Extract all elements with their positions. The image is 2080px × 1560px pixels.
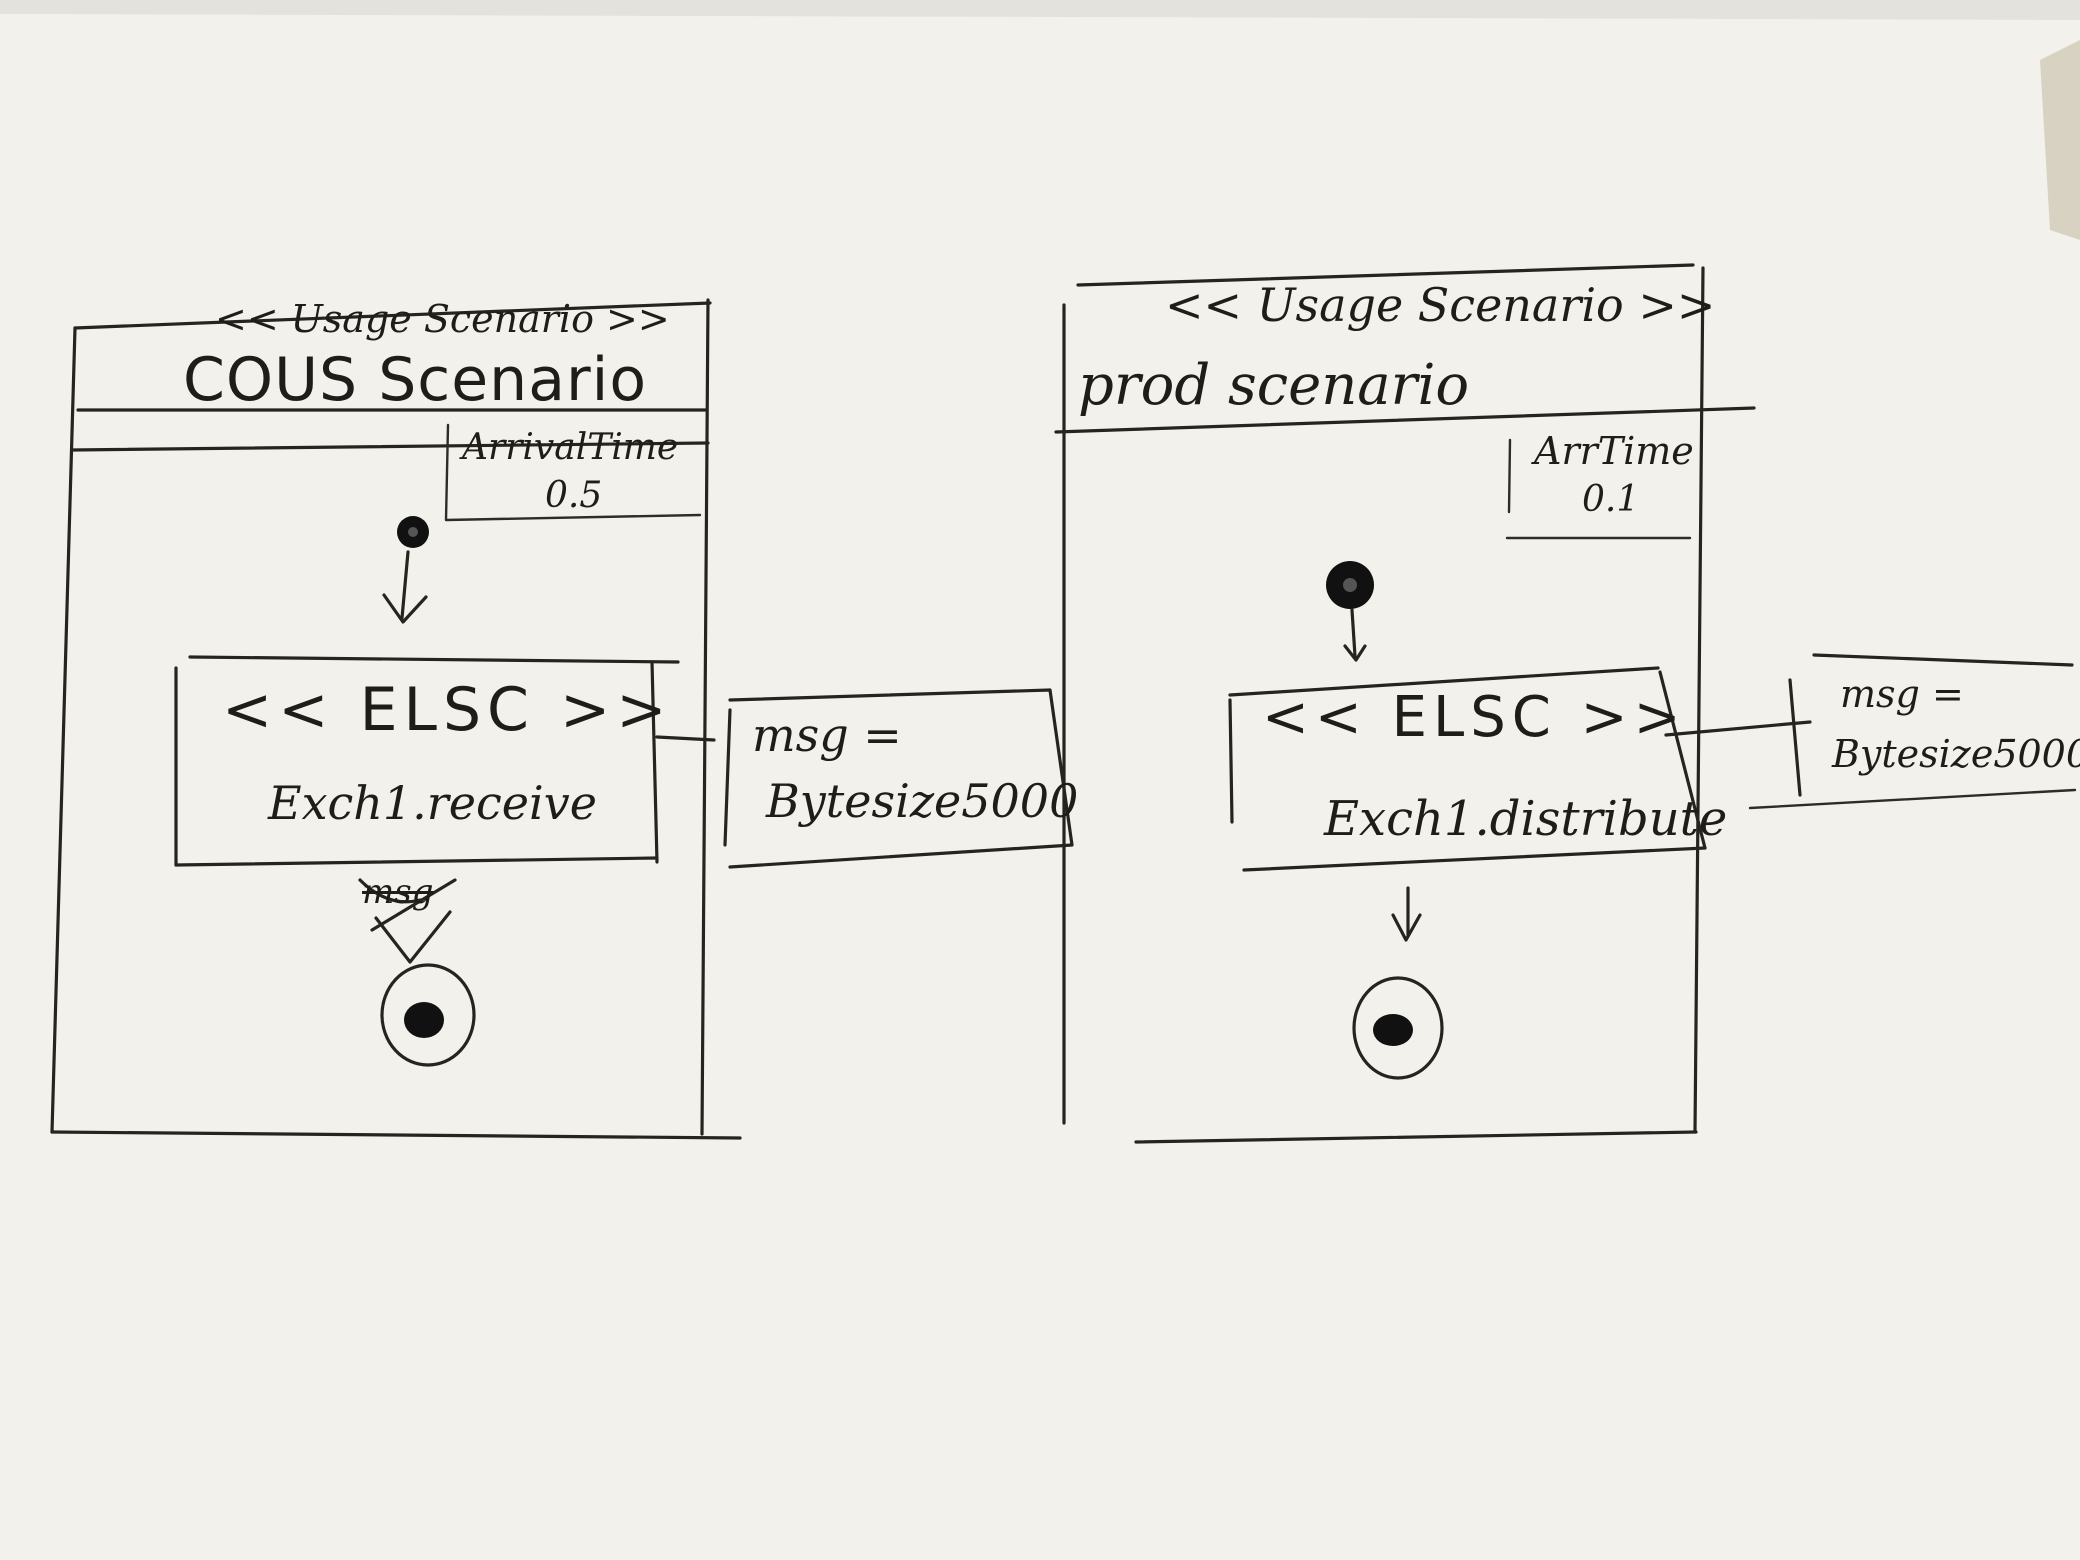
producer-message-note-top <box>1812 653 2074 667</box>
producer-final-node-ring <box>1352 976 1444 1080</box>
paper-sheet <box>0 14 2080 1560</box>
producer-action-bottom <box>1242 846 1707 872</box>
consumer-end-arrowhead <box>374 910 452 964</box>
producer-message-note-bottom <box>1748 788 2077 810</box>
consumer-stereotype: << Usage Scenario >> <box>215 297 670 341</box>
producer-start-arrowhead <box>1343 644 1367 662</box>
producer-action-right <box>1658 670 1707 850</box>
producer-frame-top <box>1076 263 1695 287</box>
producer-final-node-dot <box>1373 1014 1413 1046</box>
consumer-action-top <box>188 655 680 664</box>
producer-scenario-name: prod scenario <box>1078 353 1470 418</box>
consumer-action-right <box>650 660 659 864</box>
paper-shadow-right <box>2040 40 2080 240</box>
consumer-final-node-ring <box>380 963 476 1067</box>
consumer-scenario-name: COUS Scenario <box>183 345 648 415</box>
producer-action-stereotype: << ELSC >> <box>1262 685 1687 750</box>
producer-scenario-shapes <box>1054 263 2077 1144</box>
producer-header-line <box>1054 406 1756 434</box>
producer-action-top <box>1228 666 1660 697</box>
consumer-message-line2: Bytesize5000 <box>766 774 1079 828</box>
consumer-message-note-left <box>723 708 732 847</box>
producer-arrival-note-left <box>1507 438 1512 514</box>
consumer-struck-label: msg <box>362 872 434 912</box>
consumer-final-node-dot <box>404 1002 444 1038</box>
paper-edge-top <box>0 0 2080 20</box>
producer-action-name: Exch1.distribute <box>1324 791 1728 847</box>
producer-message-note-left <box>1788 678 1802 797</box>
producer-message-line1: msg = <box>1840 672 1964 716</box>
producer-arrival-label: ArrTime <box>1534 429 1694 473</box>
consumer-strike-scribble <box>358 878 457 932</box>
consumer-frame-top <box>73 301 712 330</box>
producer-end-arrowhead <box>1391 913 1422 942</box>
consumer-action-name: Exch1.receive <box>268 776 597 830</box>
producer-frame-right <box>1693 266 1705 1134</box>
producer-start-arrow-line <box>1350 608 1357 658</box>
consumer-frame-right <box>700 298 710 1136</box>
producer-arrival-value: 0.1 <box>1582 479 1640 520</box>
producer-action-left <box>1228 698 1234 824</box>
consumer-frame-left <box>50 326 77 1134</box>
consumer-arrival-value: 0.5 <box>545 475 603 516</box>
consumer-start-arrowhead <box>382 593 428 624</box>
consumer-arrival-note-box <box>444 423 702 522</box>
consumer-scenario-shapes <box>50 298 1074 1140</box>
producer-stereotype: << Usage Scenario >> <box>1165 278 1716 332</box>
producer-note-connector <box>1664 720 1812 737</box>
consumer-start-arrow-line <box>400 550 410 620</box>
consumer-note-connector <box>655 735 716 742</box>
producer-message-line2: Bytesize5000 <box>1832 732 2080 776</box>
consumer-frame-bottom <box>50 1130 742 1140</box>
consumer-action-stereotype: << ELSC >> <box>222 675 673 745</box>
consumer-arrival-label: ArrivalTime <box>462 427 679 468</box>
consumer-message-line1: msg = <box>752 708 902 762</box>
consumer-action-bottom <box>174 856 659 867</box>
consumer-header-line-2 <box>70 441 710 452</box>
producer-frame-bottom <box>1134 1130 1698 1144</box>
consumer-message-note-box <box>728 688 1074 869</box>
